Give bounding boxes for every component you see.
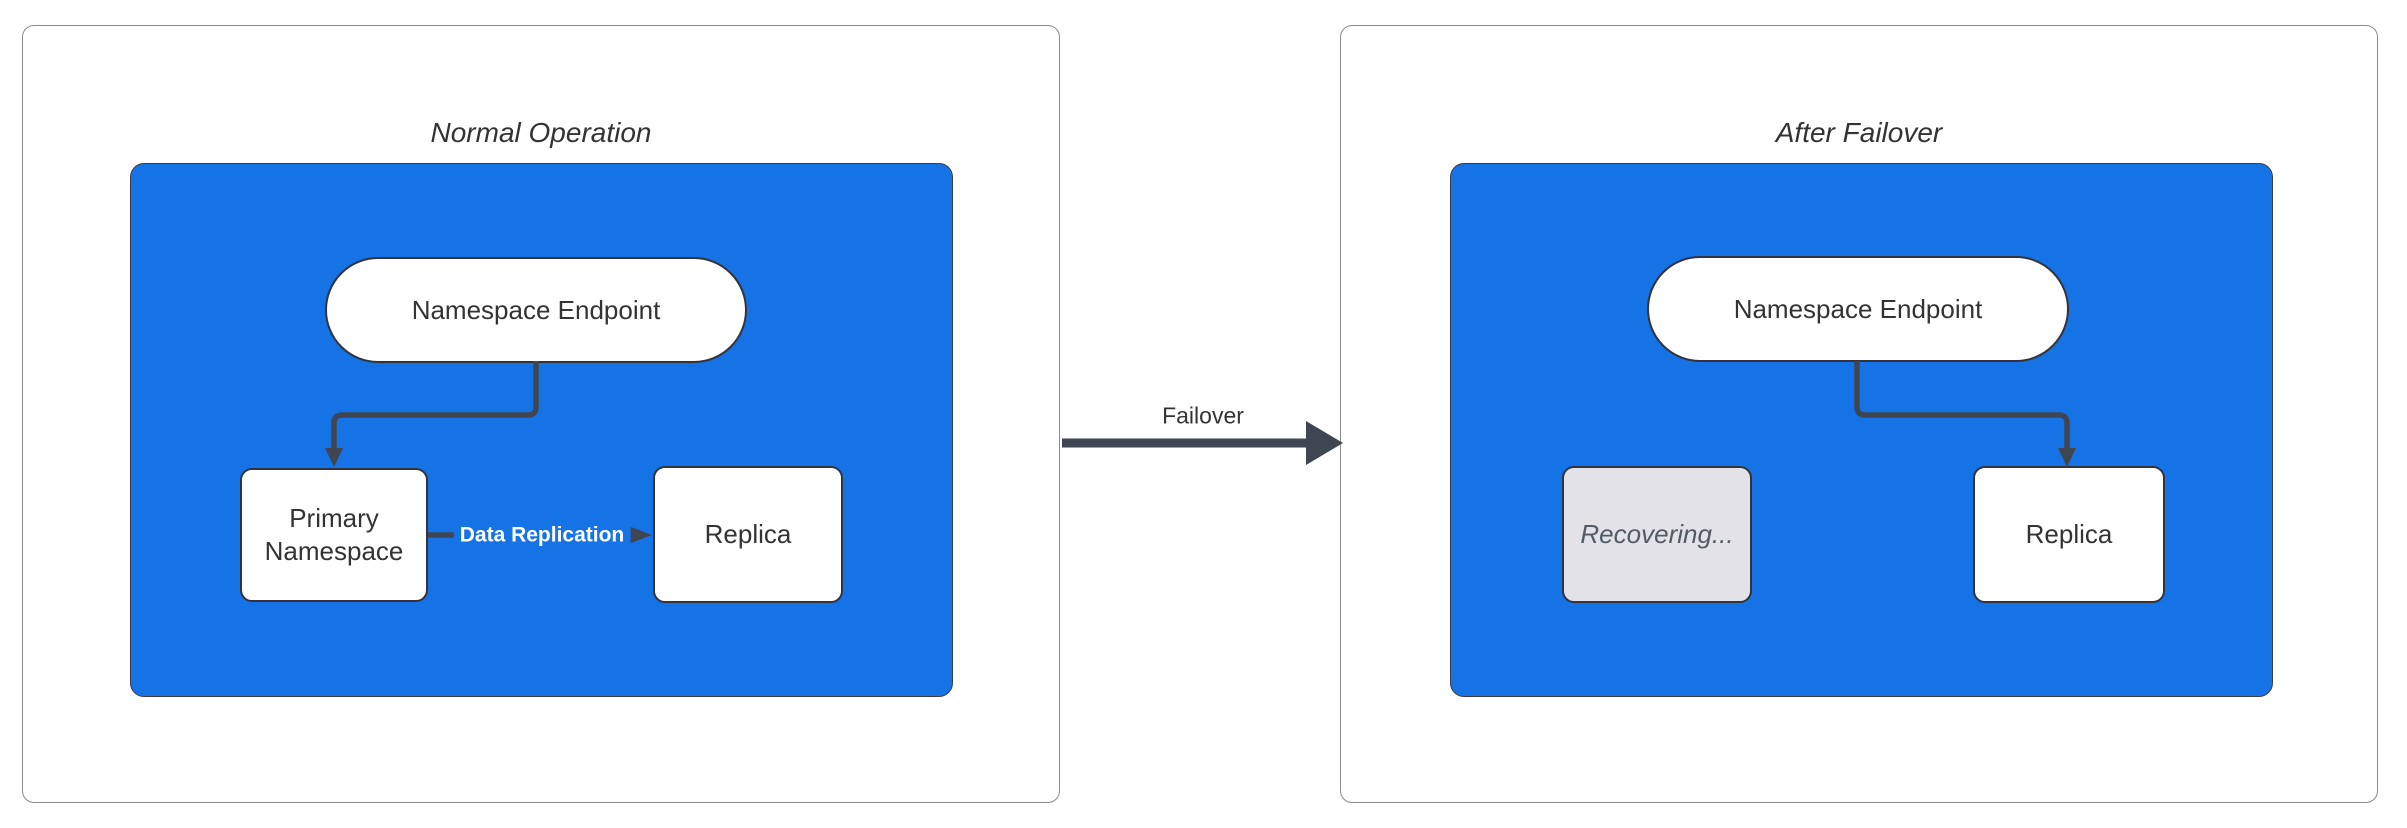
panel-title-after-failover: After Failover xyxy=(1775,117,1943,148)
panel-after-failover: After Failover xyxy=(1340,25,2378,803)
arrowhead-right-icon xyxy=(1306,421,1343,465)
node-primary-namespace: Primary Namespace xyxy=(240,468,428,602)
node-replica-normal: Replica xyxy=(653,466,843,603)
node-namespace-endpoint-normal: Namespace Endpoint xyxy=(325,257,747,363)
edge-label-data-replication: Data Replication xyxy=(453,520,631,550)
node-label: Namespace Endpoint xyxy=(1733,293,1983,324)
node-label: Namespace Endpoint xyxy=(411,294,661,325)
cluster-normal-operation xyxy=(130,163,953,697)
failover-label: Failover xyxy=(1162,402,1244,430)
node-label: Recovering... xyxy=(1580,519,1734,549)
node-label: Replica xyxy=(2025,519,2113,549)
node-recovering: Recovering... xyxy=(1562,466,1752,603)
node-label: Replica xyxy=(704,519,792,549)
panel-title-normal-operation: Normal Operation xyxy=(430,117,652,148)
cluster-after-failover xyxy=(1450,163,2273,697)
node-replica-failover: Replica xyxy=(1973,466,2165,603)
node-namespace-endpoint-failover: Namespace Endpoint xyxy=(1647,256,2069,362)
panel-normal-operation: Normal Operation xyxy=(22,25,1060,803)
node-label: Primary Namespace xyxy=(264,503,404,566)
